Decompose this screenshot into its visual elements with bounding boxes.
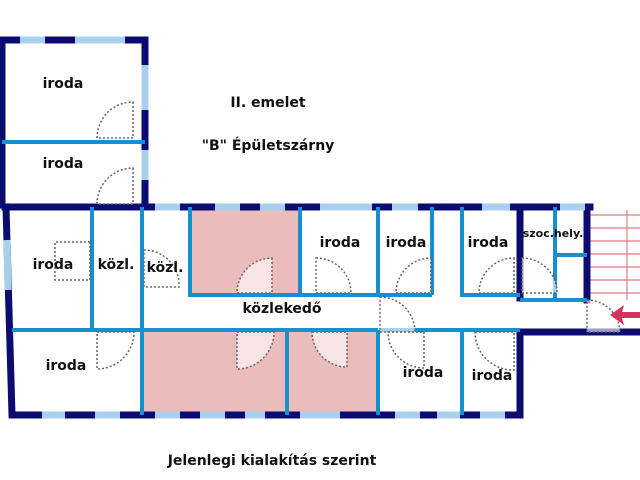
room-label: iroda bbox=[468, 235, 509, 251]
outer-walls bbox=[0, 36, 640, 419]
floor-title: II. emelet bbox=[230, 95, 305, 111]
caption: Jelenlegi kialakítás szerint bbox=[167, 453, 377, 469]
room-label: iroda bbox=[46, 358, 87, 374]
room-label: közl. bbox=[98, 257, 135, 273]
corridor-label: közlekedő bbox=[242, 301, 321, 317]
room-label: iroda bbox=[33, 257, 74, 273]
staircase bbox=[590, 210, 640, 300]
room-label: iroda bbox=[43, 76, 84, 92]
doors bbox=[54, 101, 621, 371]
room-label: iroda bbox=[43, 156, 84, 172]
room-label: iroda bbox=[320, 235, 361, 251]
inner-walls bbox=[2, 140, 587, 415]
entrance-arrow-icon bbox=[610, 305, 640, 325]
wing-title: "B" Épületszárny bbox=[202, 137, 335, 154]
room-label: szoc.hely. bbox=[523, 227, 584, 240]
room-label: iroda bbox=[386, 235, 427, 251]
room-label: iroda bbox=[472, 368, 513, 384]
room-label: iroda bbox=[403, 365, 444, 381]
room-label: közl. bbox=[147, 260, 184, 276]
